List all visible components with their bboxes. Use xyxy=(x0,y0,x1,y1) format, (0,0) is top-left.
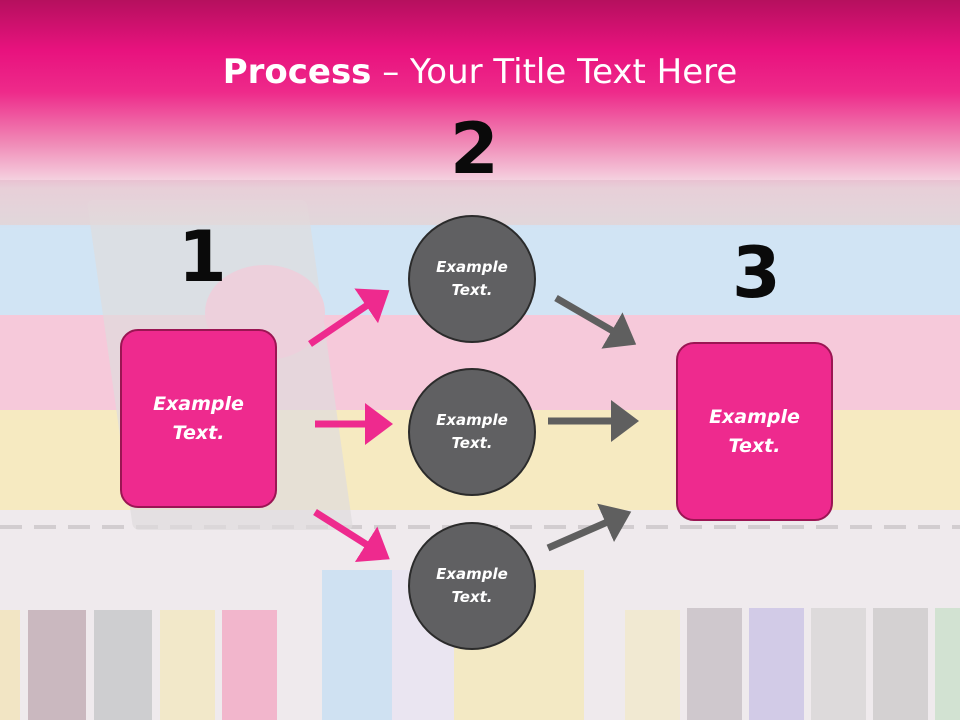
step-number-1: 1 xyxy=(178,216,227,298)
title-rest: – Your Title Text Here xyxy=(371,52,738,92)
circle-middle: Example Text. xyxy=(408,368,536,496)
circle-bottom: Example Text. xyxy=(408,522,536,650)
title-band xyxy=(0,0,960,230)
arrow-gray-down xyxy=(554,294,637,349)
right-box: Example Text. xyxy=(676,342,833,521)
circle-middle-line1: Example xyxy=(436,411,508,429)
title-bold: Process xyxy=(222,52,372,92)
left-box: Example Text. xyxy=(120,329,277,508)
circle-bottom-line2: Text. xyxy=(451,588,493,606)
circle-bottom-line1: Example xyxy=(436,565,508,583)
left-box-line1: Example xyxy=(153,392,244,415)
arrow-pink-down xyxy=(313,509,390,563)
left-box-line2: Text. xyxy=(172,421,225,444)
circle-top-line2: Text. xyxy=(451,281,493,299)
step-number-2: 2 xyxy=(450,108,499,190)
step-number-3: 3 xyxy=(732,232,781,314)
arrow-gray-up xyxy=(546,503,632,552)
right-box-line1: Example xyxy=(709,405,800,428)
circle-top-line1: Example xyxy=(436,258,508,276)
arrow-pink-up xyxy=(308,288,390,347)
circle-top: Example Text. xyxy=(408,215,536,343)
slide-title: Process – Your Title Text Here xyxy=(0,52,960,92)
circle-middle-line2: Text. xyxy=(451,434,493,452)
right-box-line2: Text. xyxy=(728,434,781,457)
